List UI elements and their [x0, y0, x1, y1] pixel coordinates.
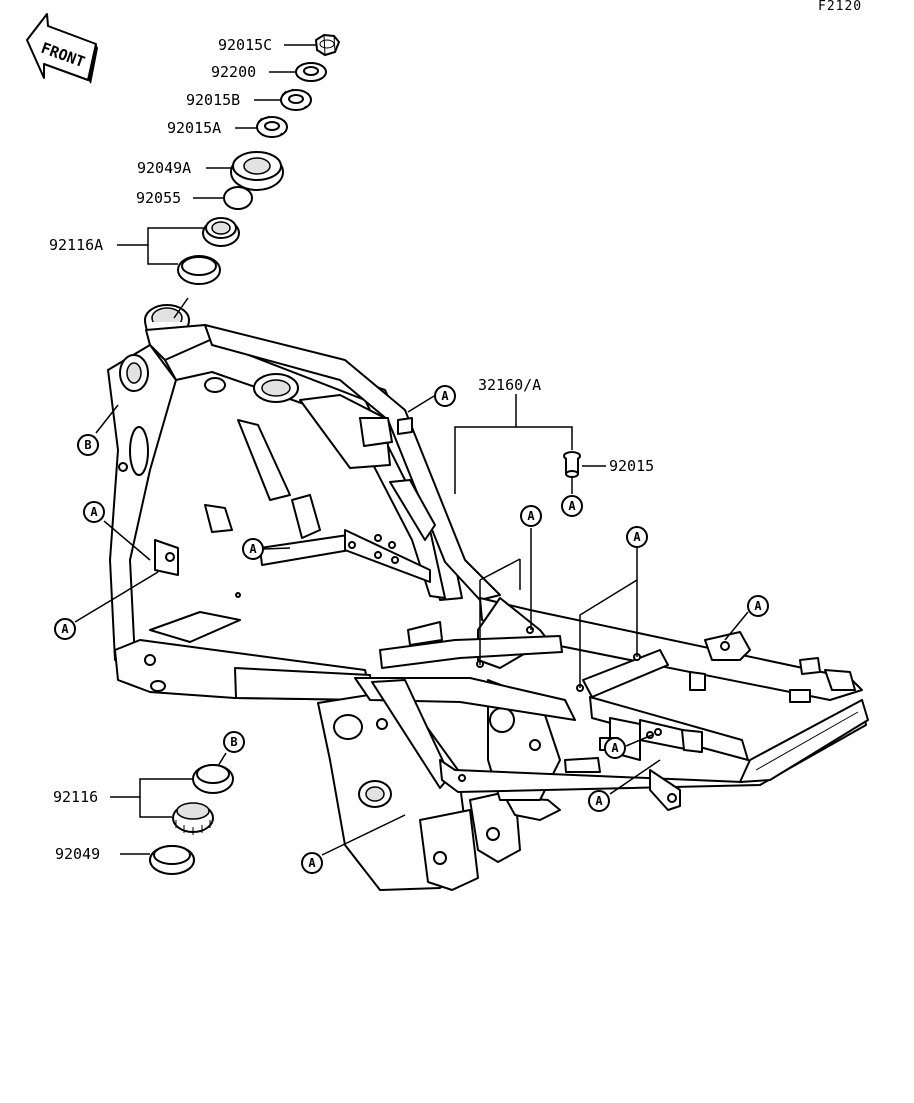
svg-text:B: B: [84, 438, 91, 452]
grommet-92015: [563, 451, 581, 478]
label-92015c: 92015C: [218, 36, 272, 54]
callout-b: B: [223, 731, 245, 753]
svg-text:B: B: [230, 735, 237, 749]
callout-a: A: [520, 505, 542, 527]
label-92116a: 92116A: [49, 236, 103, 254]
callout-a: A: [434, 385, 456, 407]
label-92200: 92200: [211, 63, 256, 81]
svg-text:A: A: [441, 389, 449, 403]
lower-steering-parts: [149, 764, 234, 875]
label-92116: 92116: [53, 788, 98, 806]
svg-text:A: A: [611, 741, 619, 755]
steering-stem-parts: [177, 33, 341, 285]
callout-a: A: [242, 538, 264, 560]
leader-lines: [74, 44, 749, 856]
svg-text:A: A: [568, 499, 576, 513]
label-92015a: 92015A: [167, 119, 221, 137]
callout-b: B: [77, 434, 99, 456]
label-92015b: 92015B: [186, 91, 240, 109]
label-92055: 92055: [136, 189, 181, 207]
svg-text:A: A: [595, 794, 603, 808]
label-92015: 92015: [609, 457, 654, 475]
svg-text:A: A: [61, 622, 69, 636]
label-32160a: 32160/A: [478, 376, 541, 394]
label-92049a: 92049A: [137, 159, 191, 177]
svg-text:A: A: [249, 542, 257, 556]
figure-code: F2120: [818, 0, 862, 14]
frame-assembly: [107, 304, 869, 891]
svg-text:A: A: [527, 509, 535, 523]
callout-a: A: [301, 852, 323, 874]
front-arrow-icon: FRONT: [26, 13, 98, 84]
callout-a: A: [54, 618, 76, 640]
callout-a: A: [83, 501, 105, 523]
callout-a: A: [588, 790, 610, 812]
svg-text:A: A: [308, 856, 316, 870]
svg-text:A: A: [633, 530, 641, 544]
rivet-holes: [235, 534, 662, 782]
callout-a: A: [604, 737, 626, 759]
part-labels: 92015C 92200 92015B 92015A 92049A 92055 …: [49, 36, 654, 863]
label-92049: 92049: [55, 845, 100, 863]
svg-text:A: A: [754, 599, 762, 613]
svg-text:A: A: [90, 505, 98, 519]
reference-callouts: A A B A A A A A: [54, 385, 769, 874]
callout-a: A: [747, 595, 769, 617]
callout-a: A: [561, 495, 583, 517]
callout-a: A: [626, 526, 648, 548]
